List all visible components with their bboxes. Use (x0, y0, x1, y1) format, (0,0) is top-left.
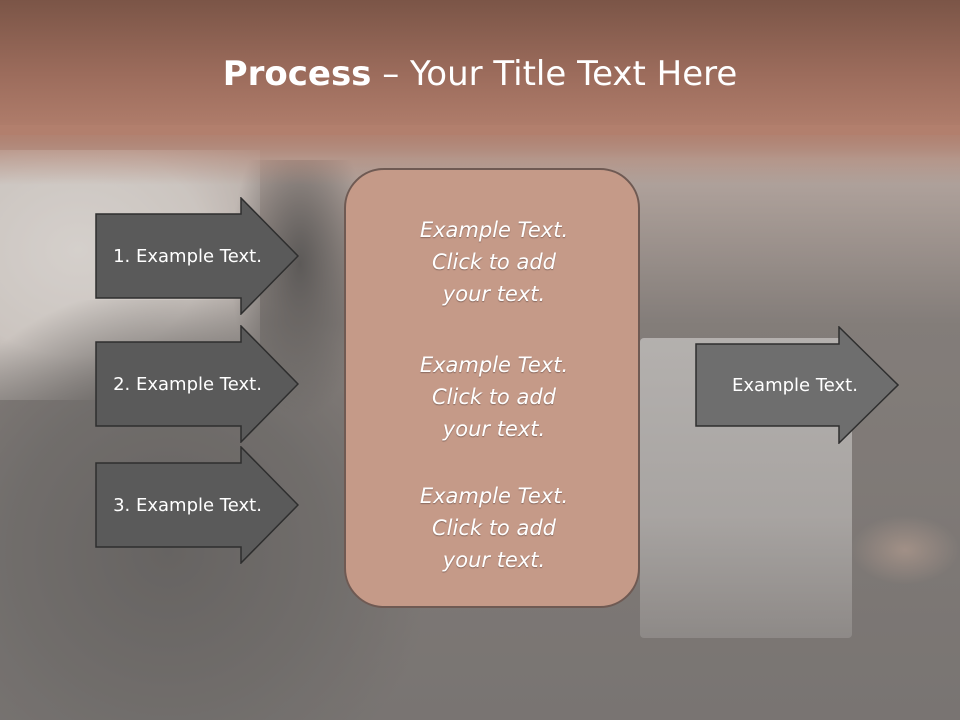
left-arrow-label: 3. Example Text. (113, 494, 262, 516)
right-arrow[interactable]: Example Text. (695, 326, 899, 444)
left-arrow-2[interactable]: 2. Example Text. (95, 325, 299, 443)
center-text-block-3[interactable]: Example Text. Click to add your text. (346, 480, 642, 576)
center-text-line: Click to add (431, 516, 556, 540)
center-text-block-2[interactable]: Example Text. Click to add your text. (346, 349, 642, 445)
center-text-box[interactable]: Example Text. Click to add your text. Ex… (344, 168, 640, 608)
left-arrow-label: 2. Example Text. (113, 373, 262, 395)
center-text-line: your text. (442, 548, 546, 572)
left-arrow-3[interactable]: 3. Example Text. (95, 446, 299, 564)
center-text-line: Click to add (431, 250, 556, 274)
arrow-right-shape (95, 325, 299, 443)
center-text-line: your text. (442, 282, 546, 306)
center-text-line: Example Text. (419, 218, 569, 242)
center-text-line: your text. (442, 417, 546, 441)
right-arrow-label: Example Text. (732, 374, 858, 396)
arrow-right-shape (95, 446, 299, 564)
center-text-line: Example Text. (419, 353, 569, 377)
left-arrow-1[interactable]: 1. Example Text. (95, 197, 299, 315)
title-bold: Process (222, 54, 372, 94)
slide-title[interactable]: Process – Your Title Text Here (0, 54, 960, 94)
arrow-right-shape (695, 326, 899, 444)
center-text-block-1[interactable]: Example Text. Click to add your text. (346, 214, 642, 310)
center-text-line: Example Text. (419, 484, 569, 508)
arrow-right-shape (95, 197, 299, 315)
title-rest: – Your Title Text Here (371, 54, 738, 94)
background-hand (850, 515, 960, 585)
center-text-line: Click to add (431, 385, 556, 409)
left-arrow-label: 1. Example Text. (113, 245, 262, 267)
title-band (0, 0, 960, 135)
